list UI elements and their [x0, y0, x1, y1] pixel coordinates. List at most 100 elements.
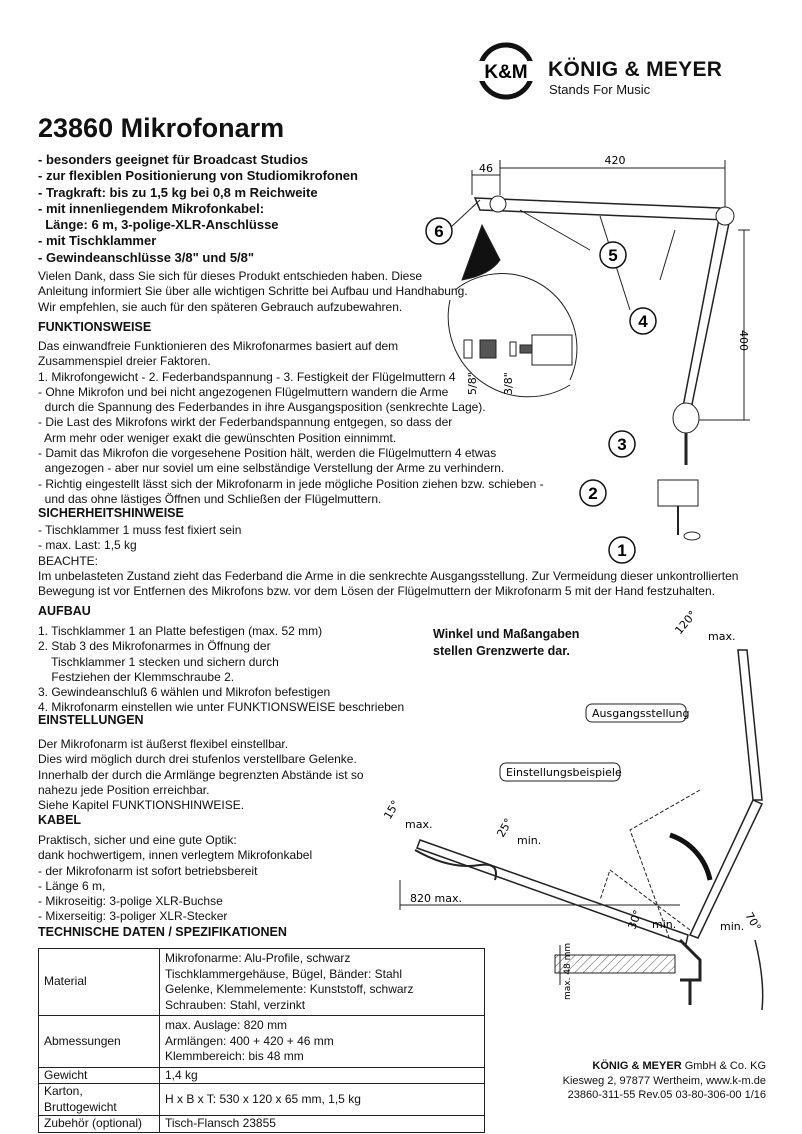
- text-line: dank hochwertigem, innen verlegtem Mikro…: [38, 848, 313, 863]
- text-line: - Damit das Mikrofon die vorgesehene Pos…: [38, 446, 497, 461]
- intro-text: Vielen Dank, dass Sie sich für dieses Pr…: [38, 269, 468, 315]
- feature-list: - besonders geeignet für Broadcast Studi…: [38, 152, 358, 266]
- spec-value-line: max. Auslage: 820 mm: [165, 1018, 288, 1032]
- text-line: Innerhalb der durch die Armlänge begrenz…: [38, 767, 364, 782]
- dim-label: 5/8": [466, 372, 479, 395]
- text-line: nahezu jede Position erreichbar.: [38, 782, 210, 797]
- text-line: Der Mikrofonarm ist äußerst flexibel ein…: [38, 737, 289, 751]
- text-line: angezogen - aber nur soviel um eine selb…: [38, 461, 505, 476]
- heading-funktionsweise: FUNKTIONSWEISE: [38, 320, 152, 334]
- text-line: 4. Mikrofonarm einstellen wie unter FUNK…: [38, 700, 405, 715]
- part-number-3: 3: [617, 435, 626, 454]
- spec-value-line: Mikrofonarme: Alu-Profile, schwarz: [165, 951, 351, 965]
- text-line: 3. Gewindeanschluß 6 wählen und Mikrofon…: [38, 685, 331, 700]
- spec-label: Zubehör (optional): [38, 1115, 160, 1133]
- heading-aufbau: AUFBAU: [38, 604, 91, 618]
- text-line: 1. Mikrofongewicht - 2. Federbandspannun…: [38, 369, 456, 384]
- text-line: Anleitung informiert Sie über alle wicht…: [38, 284, 468, 299]
- part-number-6: 6: [434, 222, 443, 241]
- part-number-2: 2: [588, 484, 597, 503]
- text-line: - Tragkraft: bis zu 1,5 kg bei 0,8 m Rei…: [38, 184, 318, 200]
- aufbau-text: 1. Tischklammer 1 an Platte befestigen (…: [38, 624, 404, 716]
- text-line: durch die Spannung des Federbandes in ih…: [38, 400, 486, 415]
- text-line: Zusammenspiel dreier Faktoren.: [38, 354, 211, 369]
- clamp-range-label: max. 48 mm: [563, 943, 573, 1000]
- footer: KÖNIG & MEYER GmbH & Co. KG Kiesweg 2, 9…: [563, 1059, 766, 1103]
- spec-value-line: H x B x T: 530 x 120 x 65 mm, 1,5 kg: [165, 1091, 361, 1106]
- angle-label: 120°: [672, 608, 699, 637]
- angle-label: 70°: [742, 910, 763, 933]
- note-line: Winkel und Maßangaben: [433, 627, 580, 641]
- spec-value-line: Armlängen: 400 + 420 + 46 mm: [165, 1033, 334, 1048]
- text-line: - Gewindeanschlüsse 3/8" und 5/8": [38, 249, 255, 265]
- text-line: - Ohne Mikrofon und bei nicht angezogene…: [38, 384, 449, 399]
- text-line: Arm mehr oder weniger exakt die gewünsch…: [38, 430, 397, 445]
- ausgangsstellung-label: Ausgangsstellung: [592, 707, 690, 720]
- part-number-4: 4: [638, 312, 648, 331]
- text-line: Wir empfehlen, sie auch für den späteren…: [38, 299, 403, 314]
- spec-value: 1,4 kg: [159, 1066, 485, 1084]
- km-logo-emblem: K&M: [470, 42, 542, 100]
- text-line: Im unbelasteten Zustand zieht das Federb…: [38, 568, 739, 583]
- footer-address: Kiesweg 2, 97877 Wertheim, www.k-m.de: [562, 1074, 766, 1087]
- text-line: - Mixerseitig: 3-poliger XLR-Stecker: [38, 909, 228, 924]
- spec-value: H x B x T: 530 x 120 x 65 mm, 1,5 kg: [159, 1083, 485, 1116]
- text-line: Bewegung ist vor Entfernen des Mikrofons…: [38, 584, 715, 599]
- text-line: - mit innenliegendem Mikrofonkabel:: [38, 200, 265, 216]
- funktionsweise-text: Das einwandfreie Funktionieren des Mikro…: [38, 339, 544, 507]
- part-number-5: 5: [608, 246, 617, 265]
- spec-value-line: 1,4 kg: [165, 1067, 198, 1082]
- max-label: max.: [405, 818, 432, 831]
- spec-value-line: Klemmbereich: bis 48 mm: [165, 1049, 304, 1063]
- heading-sicherheitshinweise: SICHERHEITSHINWEISE: [38, 506, 184, 520]
- brand-tagline: Stands For Music: [549, 82, 651, 97]
- heading-kabel: KABEL: [38, 813, 82, 827]
- einstellungsbeispiele-label: Einstellungsbeispiele: [506, 766, 622, 779]
- min-label: min.: [652, 918, 676, 931]
- spec-label: Karton, Bruttogewicht: [38, 1083, 160, 1116]
- parts-diagram: 46 420 400 5/8" 3/8" 6 5 4 3 2 1: [425, 154, 750, 564]
- kabel-text: Praktisch, sicher und eine gute Optik:da…: [38, 833, 312, 925]
- heading-einstellungen: EINSTELLUNGEN: [38, 713, 144, 727]
- page-title: 23860 Mikrofonarm: [38, 113, 285, 143]
- footer-doc-code: 23860-311-55 Rev.05 03-80-306-00 1/16: [567, 1089, 766, 1101]
- positions-diagram: 120° max. Ausgangsstellung Einstellungsb…: [381, 608, 764, 1011]
- text-line: Siehe Kapitel FUNKTIONSHINWEISE.: [38, 798, 245, 813]
- table-row: Zubehör (optional)Tisch-Flansch 23855: [38, 1115, 485, 1133]
- spec-label: Gewicht: [38, 1066, 160, 1084]
- logo-text: K&M: [484, 62, 527, 83]
- min-label: min.: [517, 834, 541, 847]
- text-line: 2. Stab 3 des Mikrofonarmes in Öffnung d…: [38, 639, 271, 654]
- spec-value-line: Gelenke, Klemmelemente: Kunststoff, schw…: [165, 982, 414, 996]
- table-row: Karton, Bruttogewicht H x B x T: 530 x 12…: [38, 1083, 485, 1116]
- spec-label: Abmessungen: [38, 1015, 160, 1068]
- text-line: Länge: 6 m, 3-polige-XLR-Anschlüsse: [38, 217, 279, 233]
- spec-label: Material: [38, 948, 160, 1016]
- max-label: max.: [708, 630, 735, 643]
- dim-label: 3/8": [502, 372, 515, 395]
- footer-company: KÖNIG & MEYER: [592, 1060, 682, 1072]
- text-line: - Richtig eingestellt lässt sich der Mik…: [38, 476, 544, 491]
- text-line: Vielen Dank, dass Sie sich für dieses Pr…: [38, 269, 423, 283]
- table-row: Gewicht 1,4 kg: [38, 1066, 485, 1084]
- text-line: - max. Last: 1,5 kg: [38, 538, 137, 553]
- text-line: - besonders geeignet für Broadcast Studi…: [38, 152, 309, 167]
- text-line: - Tischklammer 1 muss fest fixiert sein: [38, 523, 242, 537]
- text-line: - der Mikrofonarm ist sofort betriebsber…: [38, 863, 258, 878]
- text-line: Festziehen der Klemmschraube 2.: [38, 669, 235, 684]
- text-line: Tischklammer 1 stecken und sichern durch: [38, 654, 279, 669]
- text-line: - Die Last des Mikrofons wirkt der Feder…: [38, 415, 453, 430]
- brand-logo: K&M: [470, 42, 542, 105]
- text-line: Das einwandfreie Funktionieren des Mikro…: [38, 339, 399, 353]
- brand-name: KÖNIG & MEYER: [548, 58, 723, 81]
- part-number-1: 1: [617, 541, 626, 560]
- heading-technische-daten: TECHNISCHE DATEN / SPEZIFIKATIONEN: [38, 925, 287, 939]
- dim-label: 420: [605, 154, 626, 167]
- diagram-note: Winkel und Maßangaben stellen Grenzwerte…: [433, 626, 579, 660]
- sicherheitshinweise-text: - Tischklammer 1 muss fest fixiert sein-…: [38, 523, 738, 599]
- min-label: min.: [720, 920, 744, 933]
